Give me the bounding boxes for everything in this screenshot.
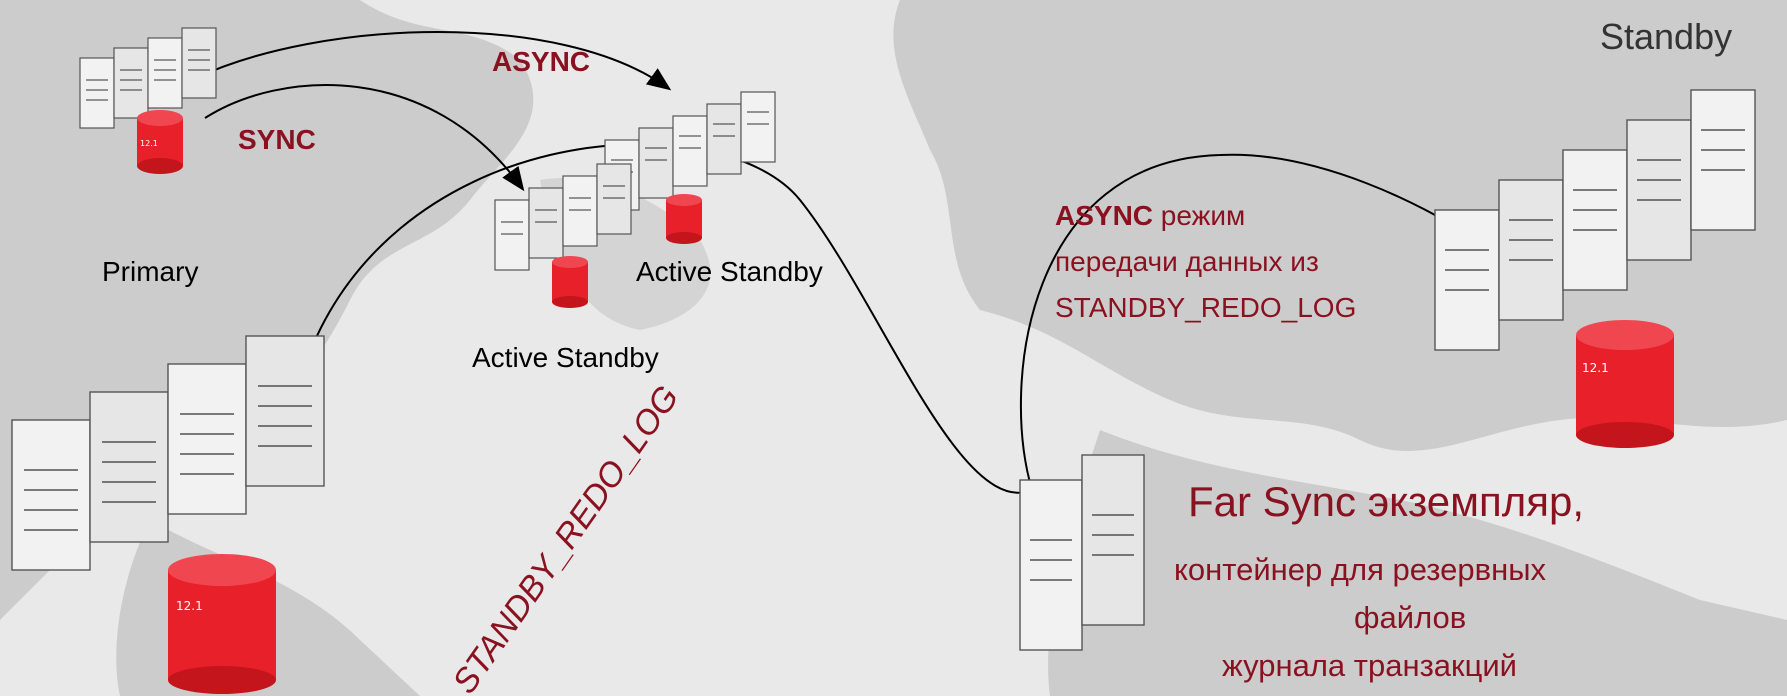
svg-text:12.1: 12.1 — [140, 139, 158, 148]
primary-large-database-icon: 12.1 — [168, 554, 276, 694]
far-sync-to-standby-curve — [1019, 153, 1461, 491]
lower-standby-server-rack-icon — [494, 163, 632, 271]
standby-title: Standby — [1600, 16, 1733, 57]
svg-text:12.1: 12.1 — [1582, 361, 1609, 375]
rotated-redo-log-label: STANDBY_REDO_LOG — [445, 379, 686, 696]
standby-database-icon: 12.1 — [1576, 320, 1674, 448]
async-top-label: ASYNC — [492, 46, 591, 77]
active-standby-lower-label: Active Standby — [472, 342, 659, 373]
active-standby-upper-label: Active Standby — [636, 256, 823, 287]
async-note-rest: режим — [1153, 200, 1246, 231]
upper-standby-database-icon — [666, 194, 702, 244]
connection-lines — [195, 31, 1461, 494]
async-note-keyword: ASYNC — [1055, 200, 1154, 231]
async-note-line2: передачи данных из — [1055, 246, 1319, 277]
async-note-line3: STANDBY_REDO_LOG — [1055, 292, 1357, 323]
primary-label: Primary — [102, 256, 199, 287]
primary-small-database-icon: 12.1 — [137, 110, 183, 174]
far-sync-server-icon — [1019, 454, 1145, 651]
redo-curve-to-far-sync — [299, 143, 1033, 494]
far-sync-line4: журнала транзакций — [1222, 648, 1517, 683]
far-sync-line3: файлов — [1354, 600, 1467, 635]
lower-standby-database-icon — [552, 256, 588, 308]
async-arrow-primary-to-upper-standby — [195, 31, 672, 91]
primary-server-rack-icon — [79, 27, 217, 129]
standby-server-rack-icon — [1434, 89, 1756, 351]
sync-label: SYNC — [238, 124, 316, 155]
sync-arrow-primary-to-lower-standby — [204, 84, 525, 192]
far-sync-title: Far Sync экземпляр, — [1188, 478, 1585, 525]
far-sync-line2: контейнер для резервных — [1174, 552, 1546, 587]
primary-large-server-rack-icon — [11, 335, 325, 571]
async-note-line1: ASYNC режим — [1055, 200, 1245, 232]
svg-text:12.1: 12.1 — [176, 599, 203, 613]
